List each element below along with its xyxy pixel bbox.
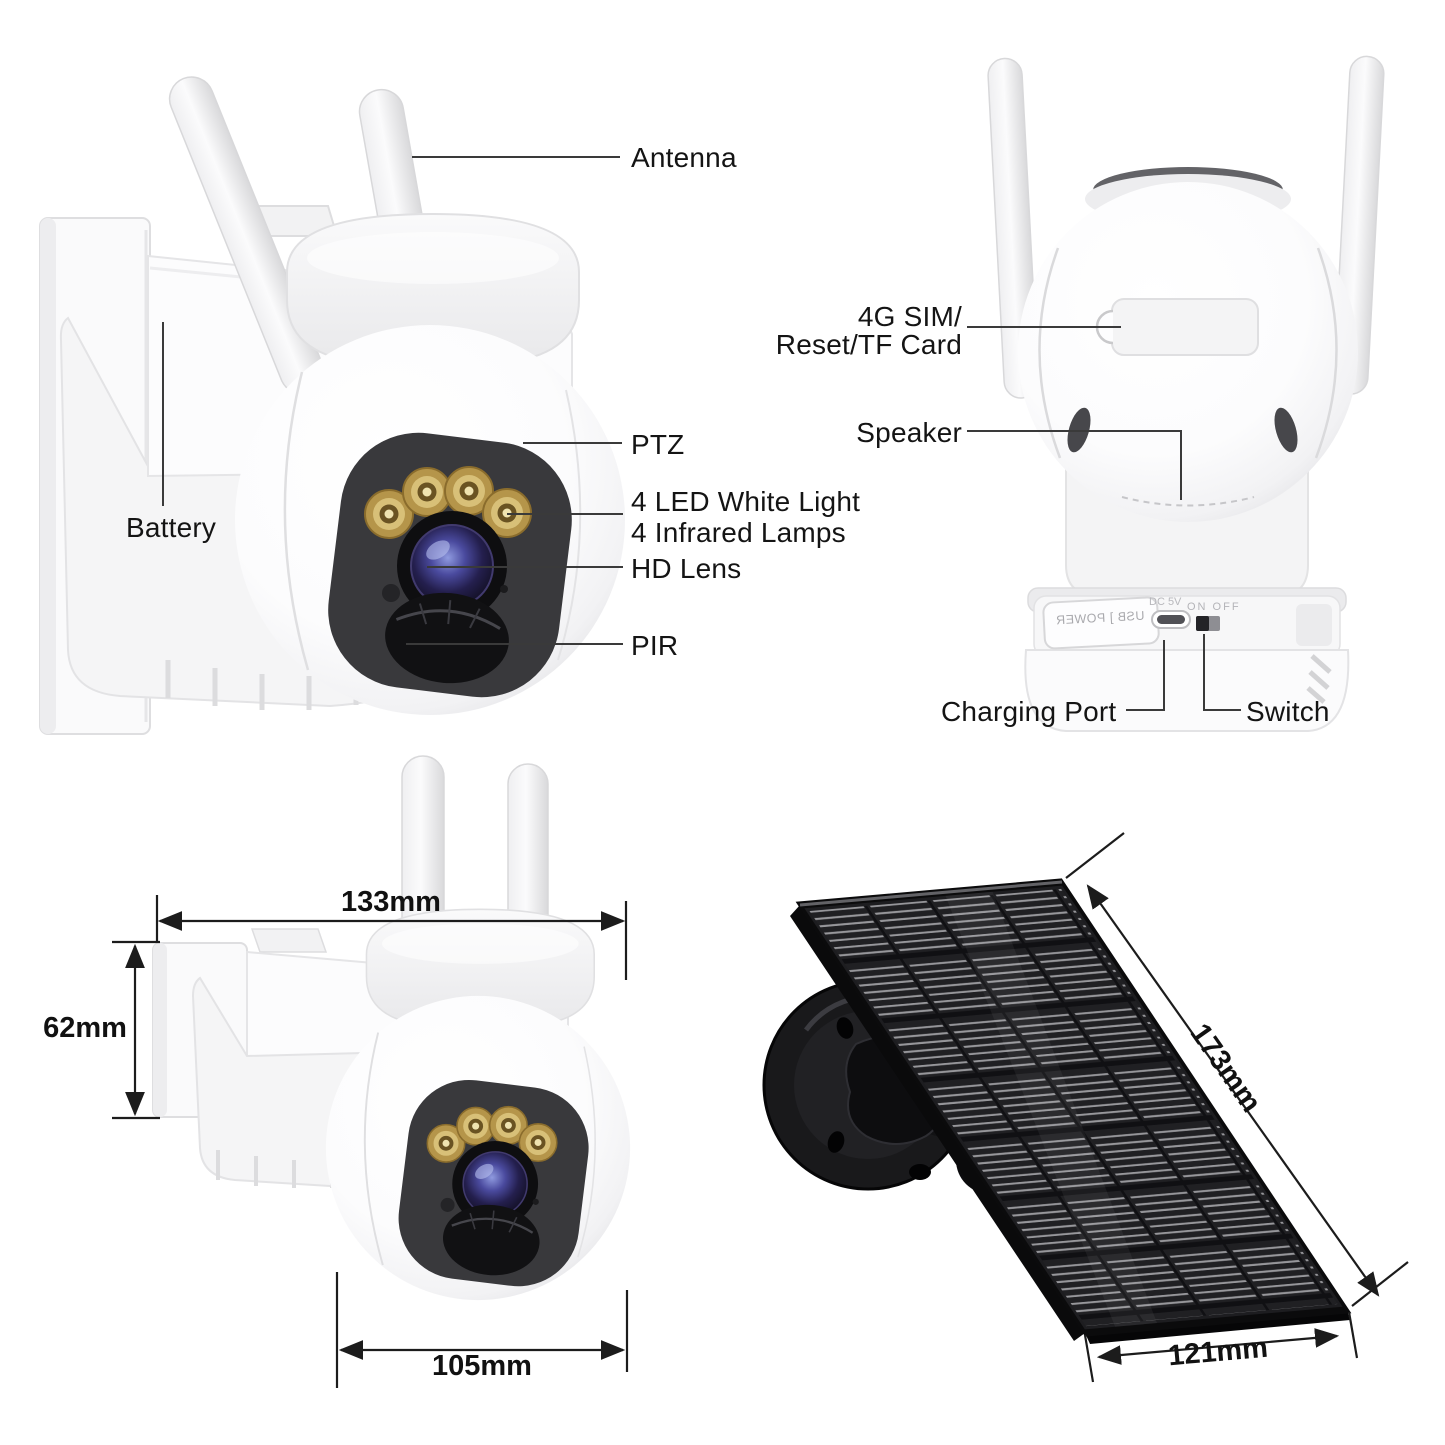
camera-side-view-dimensioned bbox=[152, 755, 632, 1302]
label-pir: PIR bbox=[631, 630, 679, 661]
base-pedestal bbox=[1024, 649, 1350, 732]
camera-back-view bbox=[987, 55, 1385, 732]
dim-bracket-height: 62mm bbox=[43, 1012, 127, 1044]
speaker-slit-right bbox=[1274, 407, 1298, 453]
label-sim-line2: Reset/TF Card bbox=[775, 329, 962, 360]
sim-card-cover bbox=[1111, 298, 1259, 356]
label-infrared-lamps: 4 Infrared Lamps bbox=[631, 517, 846, 548]
label-battery: Battery bbox=[126, 512, 217, 543]
label-switch: Switch bbox=[1246, 696, 1330, 727]
dim-173-arrow bbox=[1086, 884, 1380, 1297]
label-ptz: PTZ bbox=[631, 429, 685, 460]
camera-side-view bbox=[39, 76, 627, 735]
switch-marking: ON OFF bbox=[1187, 601, 1241, 613]
label-sim-line1: 4G SIM/ bbox=[857, 301, 962, 332]
port-marking: DC 5V bbox=[1149, 596, 1182, 608]
dim-camera-depth: 105mm bbox=[432, 1350, 532, 1382]
label-antenna: Antenna bbox=[631, 142, 737, 173]
dimension-lines bbox=[112, 832, 1409, 1388]
camera-head bbox=[324, 908, 632, 1302]
label-speaker: Speaker bbox=[856, 417, 962, 448]
dim-camera-width: 133mm bbox=[341, 886, 441, 918]
camera-head bbox=[233, 212, 627, 717]
label-hd-lens: HD Lens bbox=[631, 553, 742, 584]
callout-charging-port bbox=[1126, 640, 1165, 711]
dim-121-arrow bbox=[1096, 1328, 1340, 1365]
label-charging-port: Charging Port bbox=[941, 696, 1117, 727]
callout-switch bbox=[1203, 634, 1241, 711]
callout-speaker bbox=[967, 430, 1182, 500]
callout-lines bbox=[162, 156, 1241, 711]
label-led-white-light: 4 LED White Light bbox=[631, 486, 861, 517]
